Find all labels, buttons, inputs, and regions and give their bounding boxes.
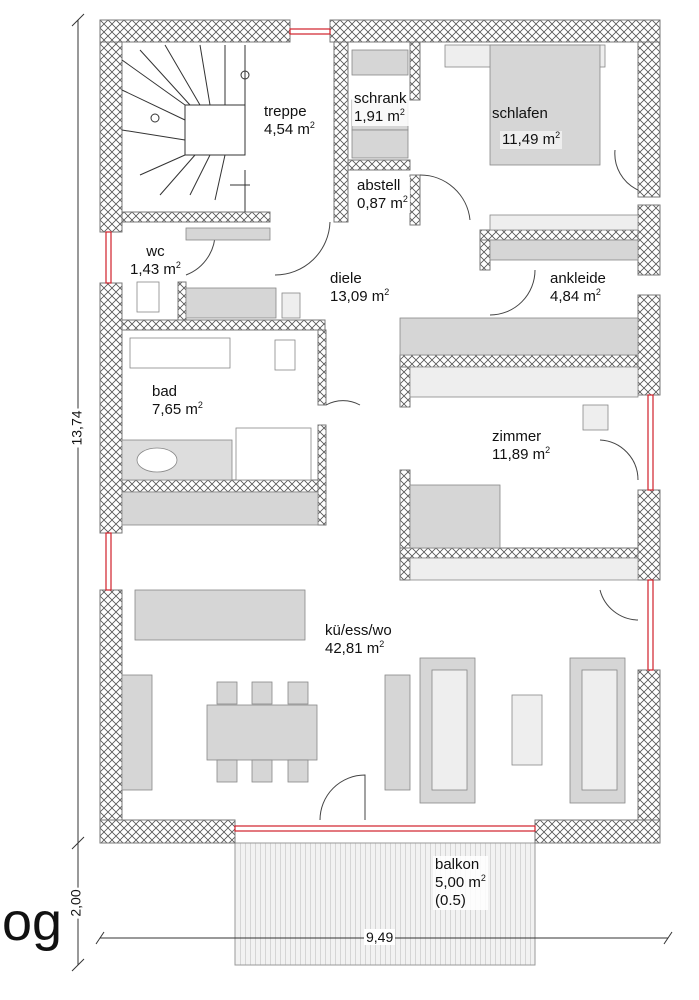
dimension-balcony-depth: 2,00 [67, 887, 84, 919]
room-area-schlafen: 11,49 m2 [500, 130, 563, 149]
stairs [121, 44, 250, 212]
dimension-width: 9,49 [364, 929, 396, 945]
room-label-schlafen: schlafen [492, 105, 548, 122]
balcony [234, 842, 536, 966]
door-swings [185, 149, 639, 821]
floor-label: og [2, 892, 63, 952]
windows [105, 28, 654, 832]
dimension-height: 13,74 [68, 408, 85, 448]
furniture [121, 44, 639, 804]
